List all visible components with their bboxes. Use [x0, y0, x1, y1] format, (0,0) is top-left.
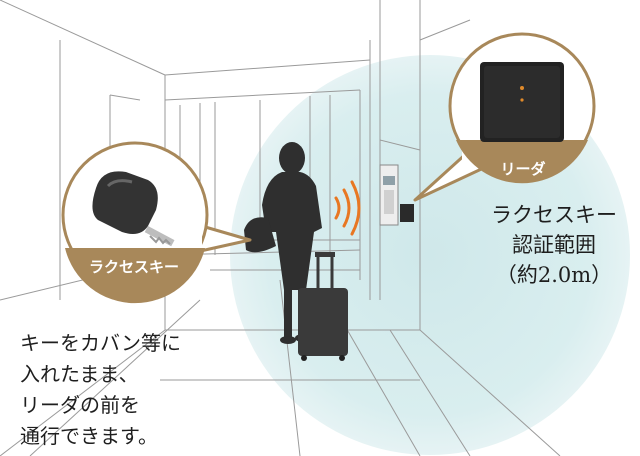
instruction-line: 通行できます。	[20, 424, 158, 448]
key-callout	[61, 141, 252, 304]
suitcase	[298, 252, 348, 361]
wall-reader	[400, 204, 414, 222]
range-caption-line: ラクセスキー	[491, 203, 617, 227]
reader-device-icon	[480, 62, 564, 142]
instruction-line: 入れたまま、	[20, 362, 139, 386]
instruction-line: リーダの前を	[20, 393, 140, 417]
intercom-panel	[379, 164, 399, 226]
signal-waves-icon	[334, 180, 361, 236]
smart-key-fob-icon	[92, 171, 175, 247]
reader-callout-label: リーダ	[500, 160, 546, 178]
instruction-text: キーをカバン等に 入れたまま、 リーダの前を 通行できます。	[20, 328, 260, 452]
key-callout-label: ラクセスキー	[88, 258, 179, 276]
range-caption: ラクセスキー 認証範囲 （約2.0m）	[470, 200, 638, 290]
range-caption-line: 認証範囲	[512, 233, 596, 257]
instruction-line: キーをカバン等に	[20, 331, 181, 355]
range-caption-line: （約2.0m）	[495, 263, 613, 287]
